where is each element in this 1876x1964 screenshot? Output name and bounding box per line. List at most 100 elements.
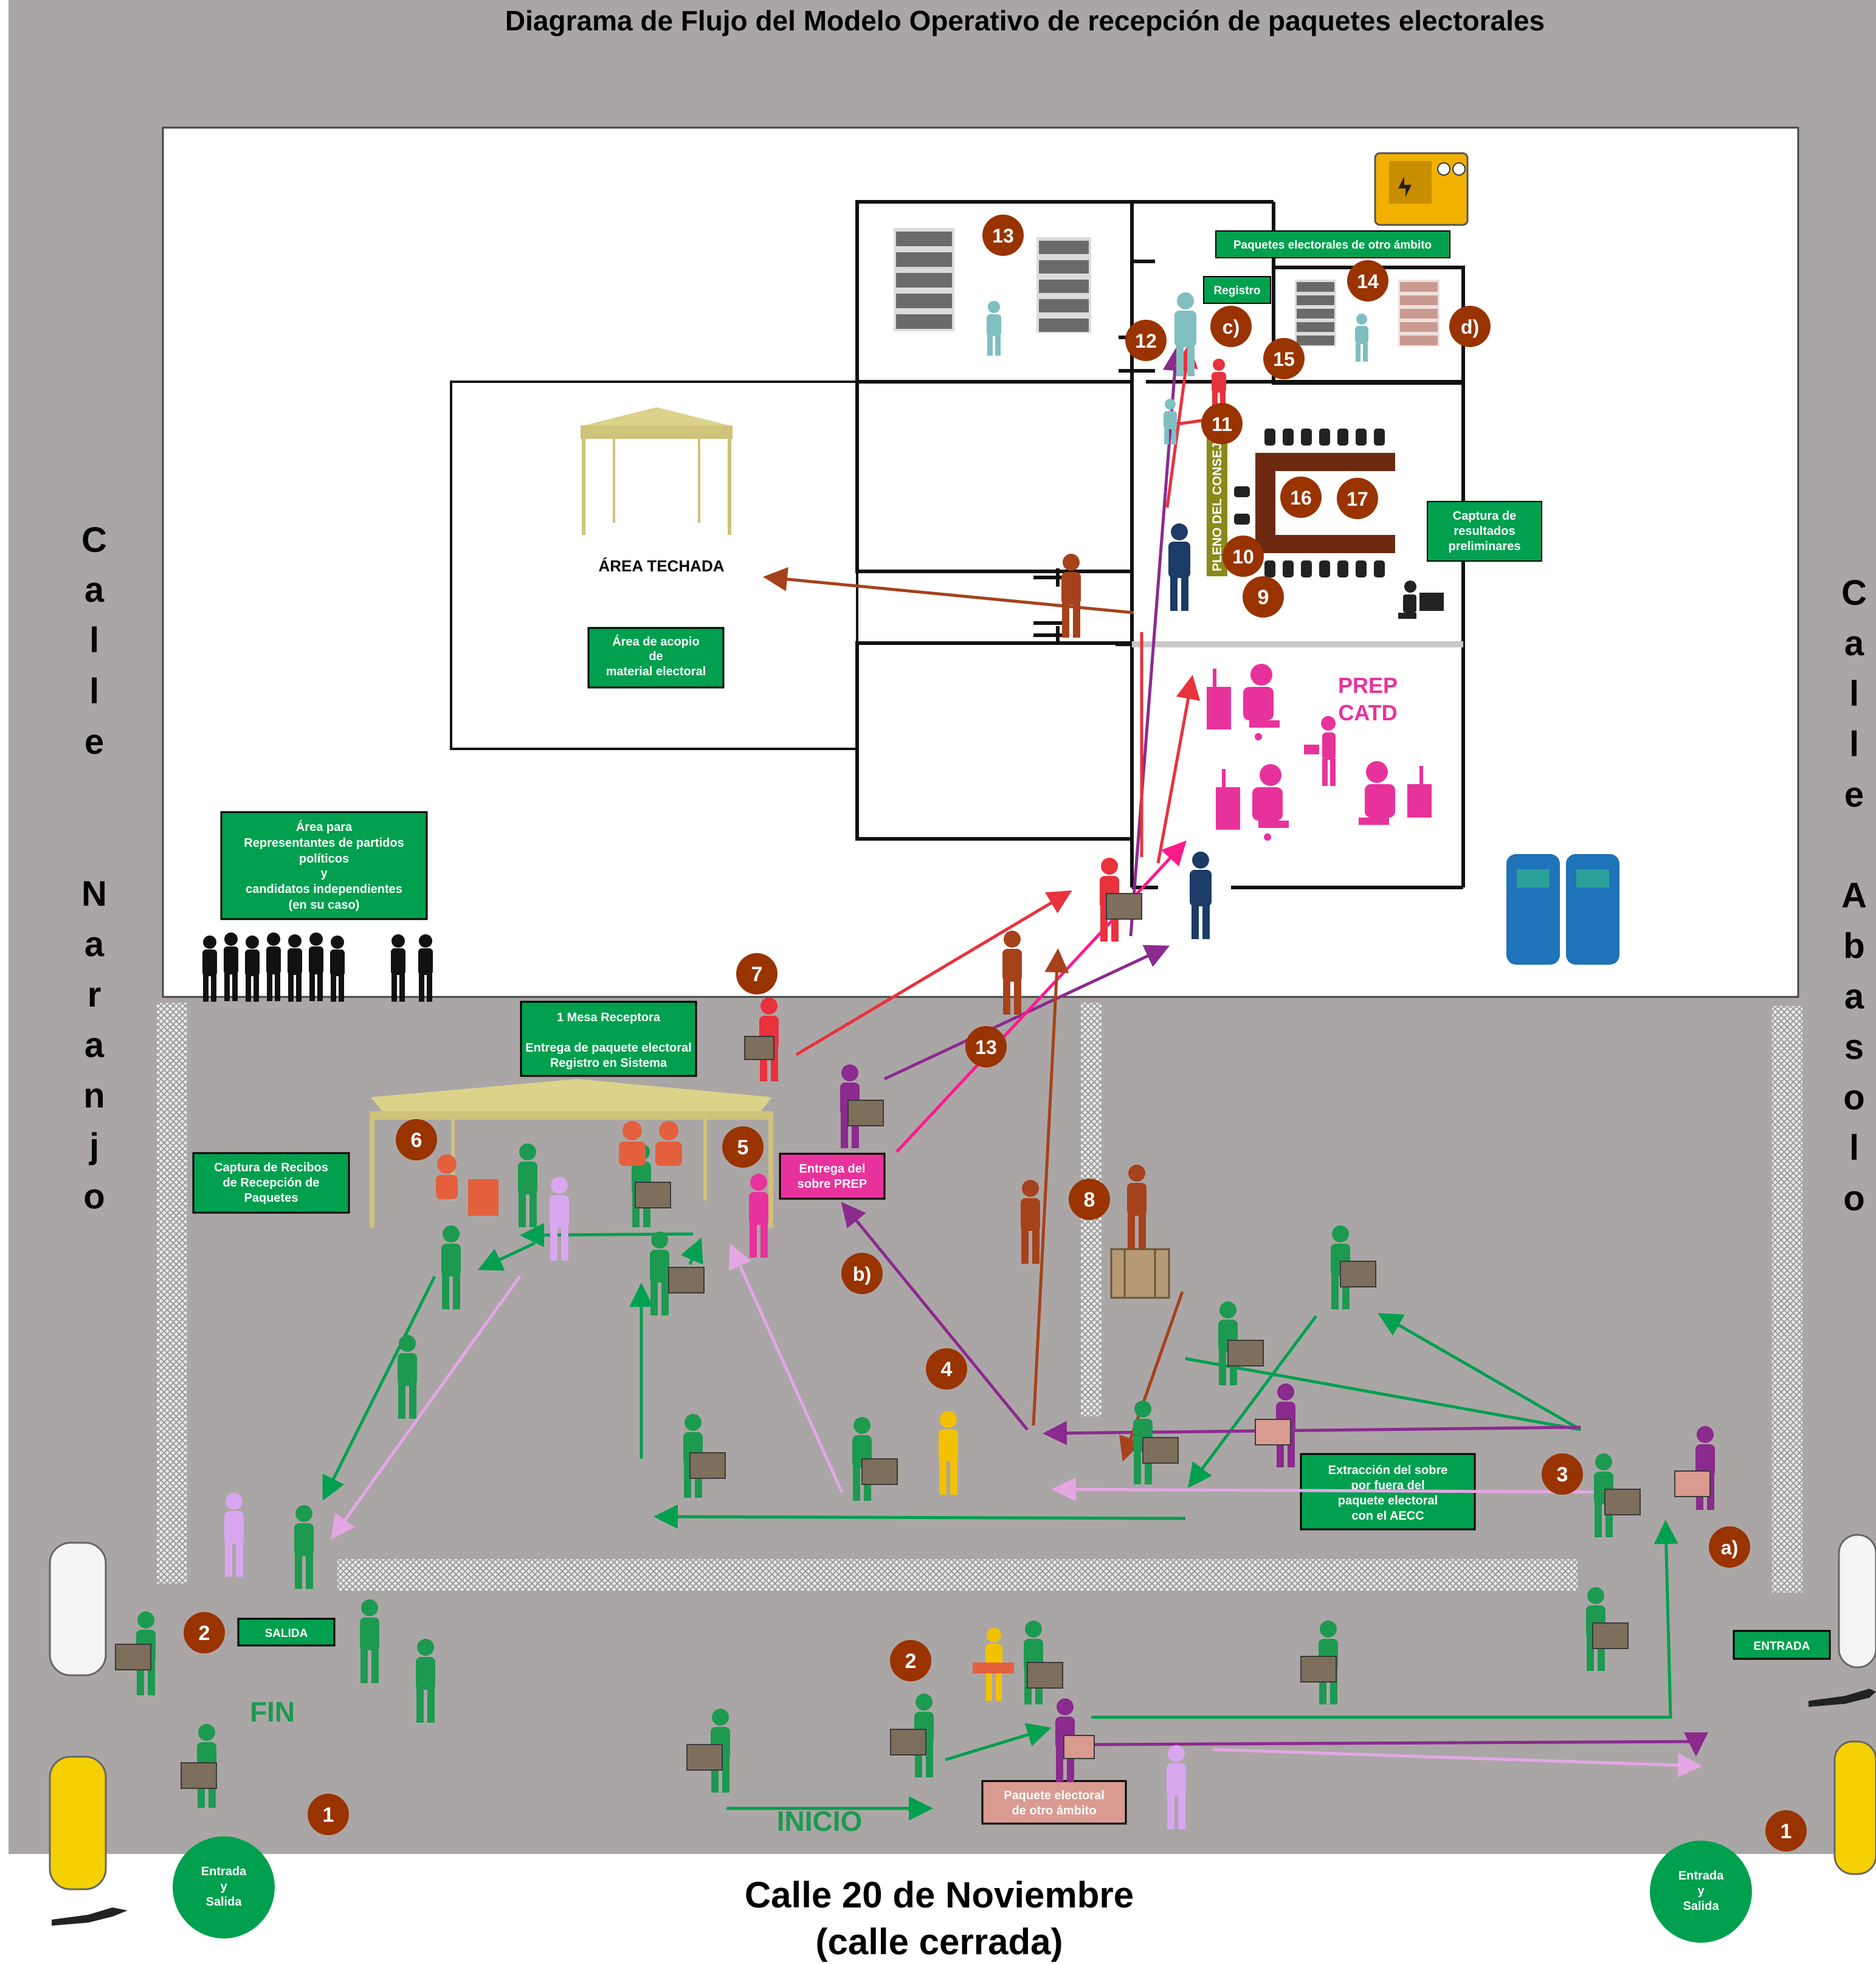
representatives-box <box>220 811 428 920</box>
street-left-2: l <box>89 621 99 660</box>
street-left-0: C <box>81 520 107 560</box>
capture-operator-icon <box>1398 581 1444 619</box>
svg-text:b): b) <box>853 1263 871 1285</box>
prep-workstations-icon <box>1207 664 1432 841</box>
carried-packages <box>115 893 1641 1789</box>
street-right-1: a <box>1844 624 1864 663</box>
svg-text:13: 13 <box>975 1036 997 1058</box>
extraccion-l1: Extracción del sobre <box>1328 1464 1448 1477</box>
street-left-7: a <box>84 925 105 964</box>
otro-ambito-top-box <box>1215 230 1450 258</box>
step-1b: 1 <box>1765 1810 1807 1852</box>
street-right-7: b <box>1843 926 1864 966</box>
reps-l2: Representantes de partidos <box>244 836 404 850</box>
reps-l3: políticos <box>299 852 349 866</box>
otro-ambito-l1: Paquete electoral <box>1004 1789 1105 1802</box>
cars-icon <box>49 1534 1876 1890</box>
step-15: 15 <box>1263 338 1305 379</box>
svg-text:10: 10 <box>1232 546 1254 568</box>
recibos-l1: Captura de Recibos <box>214 1161 328 1174</box>
street-right-3: l <box>1849 725 1859 764</box>
street-bottom-line2: (calle cerrada) <box>816 1921 1063 1962</box>
svg-text:d): d) <box>1461 316 1479 338</box>
otro-ambito-l2: de otro ámbito <box>1012 1804 1097 1818</box>
salida-box <box>237 1618 336 1647</box>
street-right-9: s <box>1844 1027 1864 1067</box>
svg-text:13: 13 <box>992 225 1014 247</box>
street-left: C a l l e N a r a n j o <box>81 520 107 1216</box>
acopio-l1: Área de acopio <box>612 635 699 649</box>
reps-l1: Área para <box>296 820 353 834</box>
diagram-title: Diagrama de Flujo del Modelo Operativo d… <box>505 5 1545 36</box>
es-right-l2: y <box>1697 1884 1705 1898</box>
street-right-4: e <box>1844 775 1864 815</box>
svg-text:8: 8 <box>1084 1188 1095 1211</box>
street-left-12: o <box>83 1177 105 1216</box>
street-right-0: C <box>1841 573 1867 613</box>
otro-ambito-top-label: Paquetes electorales de otro ámbito <box>1233 239 1432 252</box>
es-right-l3: Salida <box>1683 1900 1720 1913</box>
svg-text:11: 11 <box>1212 413 1232 435</box>
entrada-salida-left: Entrada y Salida <box>173 1836 275 1938</box>
step-12: 12 <box>1125 320 1167 361</box>
step-6: 6 <box>396 1119 437 1160</box>
step-16: 16 <box>1280 477 1322 518</box>
inicio-label: INICIO <box>777 1805 863 1837</box>
extraccion-l3: paquete electoral <box>1338 1494 1438 1507</box>
street-left-11: j <box>89 1126 99 1166</box>
es-left-l2: y <box>220 1880 227 1893</box>
street-right-11: l <box>1849 1128 1859 1168</box>
recibos-l3: Paquetes <box>244 1191 298 1205</box>
pink-packages <box>1063 1419 1711 1759</box>
svg-text:5: 5 <box>737 1136 749 1159</box>
acopio-l3: material electoral <box>606 665 706 678</box>
building-walls <box>855 200 1465 889</box>
pleno-label: PLENO DEL CONSEJO <box>1210 433 1224 571</box>
svg-text:3: 3 <box>1557 1463 1568 1486</box>
generator-icon <box>1374 152 1469 226</box>
svg-text:1: 1 <box>1781 1820 1792 1843</box>
captura-prelim-l2: resultados <box>1454 525 1515 538</box>
svg-text:2: 2 <box>199 1622 210 1645</box>
es-left-l1: Entrada <box>201 1865 247 1878</box>
step-2a: 2 <box>184 1612 225 1653</box>
reps-l6: (en su caso) <box>289 898 360 912</box>
svg-text:6: 6 <box>411 1129 422 1152</box>
party-representatives-icon <box>202 932 433 1002</box>
mesa-l1: 1 Mesa Receptora <box>557 1011 661 1024</box>
svg-text:1: 1 <box>323 1804 334 1827</box>
pleno-table-icon <box>1234 429 1395 577</box>
reps-l5: candidatos independientes <box>246 883 402 896</box>
street-left-4: e <box>84 722 104 762</box>
svg-text:4: 4 <box>941 1358 953 1381</box>
step-a: a) <box>1709 1526 1750 1568</box>
captura-prelim-l3: preliminares <box>1449 540 1521 553</box>
street-right-8: a <box>1844 977 1864 1016</box>
recibos-box <box>192 1152 350 1214</box>
step-7: 7 <box>736 953 778 994</box>
pedestrian-icons <box>52 1689 1876 1926</box>
street-left-3: l <box>89 672 99 711</box>
street-right: C a l l e A b a s o l o <box>1841 573 1867 1218</box>
acopio-l2: de <box>649 650 663 663</box>
street-right-6: A <box>1841 876 1867 915</box>
es-left-l3: Salida <box>206 1895 243 1909</box>
street-left-8: r <box>88 975 102 1015</box>
svg-text:c): c) <box>1223 316 1240 338</box>
barriers <box>157 1003 1802 1593</box>
mesa-l2: Entrega de paquete electoral <box>525 1041 691 1055</box>
svg-text:7: 7 <box>751 963 763 986</box>
recibos-l2: de Recepción de <box>223 1176 320 1190</box>
fin-label: FIN <box>250 1696 295 1728</box>
building-area <box>162 126 1799 998</box>
sobre-prep-l1: Entrega del <box>799 1162 866 1176</box>
street-right-2: l <box>1849 674 1859 714</box>
step-d: d) <box>1449 306 1491 347</box>
entrada-salida-right: Entrada y Salida <box>1650 1841 1752 1943</box>
street-left-10: n <box>83 1076 105 1115</box>
step-9: 9 <box>1243 576 1284 618</box>
step-14: 14 <box>1347 260 1388 301</box>
street-right-12: o <box>1843 1179 1864 1218</box>
step-10: 10 <box>1223 536 1264 577</box>
